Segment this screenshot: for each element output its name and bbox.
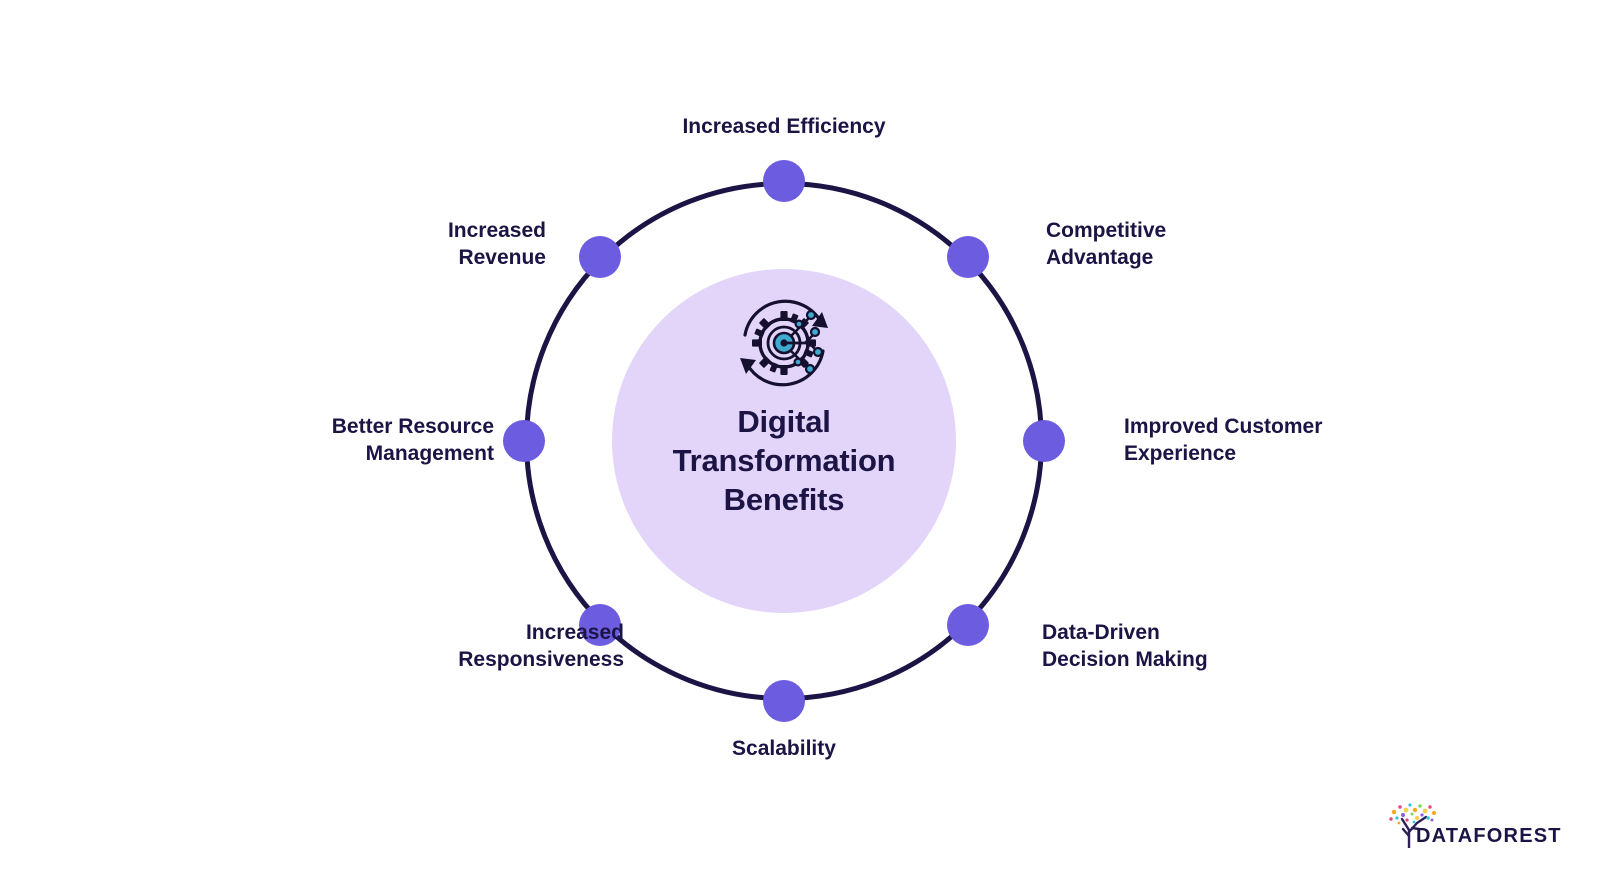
node-increased-revenue[interactable] [579, 236, 621, 278]
node-increased-responsiveness[interactable] [579, 604, 621, 646]
label-improved-customer-experience: Improved Customer Experience [1124, 415, 1323, 465]
dataforest-logo: DATAFOREST [1382, 798, 1561, 854]
label-data-driven-decision-making: Data-Driven Decision Making [1042, 621, 1208, 671]
node-competitive-advantage[interactable] [947, 236, 989, 278]
label-better-resource-management: Better Resource Management [331, 415, 494, 465]
node-improved-customer-experience[interactable] [1023, 420, 1065, 462]
label-increased-efficiency: Increased Efficiency [682, 115, 886, 138]
dataforest-tree-logo [1382, 798, 1444, 850]
node-better-resource-management[interactable] [503, 420, 545, 462]
digital-transformation-gear-icon [729, 288, 839, 398]
dataforest-wordmark: DATAFOREST [1416, 825, 1562, 847]
node-increased-efficiency[interactable] [763, 160, 805, 202]
center-title: Digital Transformation Benefits [672, 404, 896, 517]
node-data-driven-decision-making[interactable] [947, 604, 989, 646]
label-competitive-advantage: Competitive Advantage [1046, 219, 1167, 269]
label-increased-revenue: Increased Revenue [447, 219, 546, 269]
label-scalability: Scalability [732, 737, 836, 760]
label-increased-responsiveness: Increased Responsiveness [458, 621, 624, 671]
node-scalability[interactable] [763, 680, 805, 722]
